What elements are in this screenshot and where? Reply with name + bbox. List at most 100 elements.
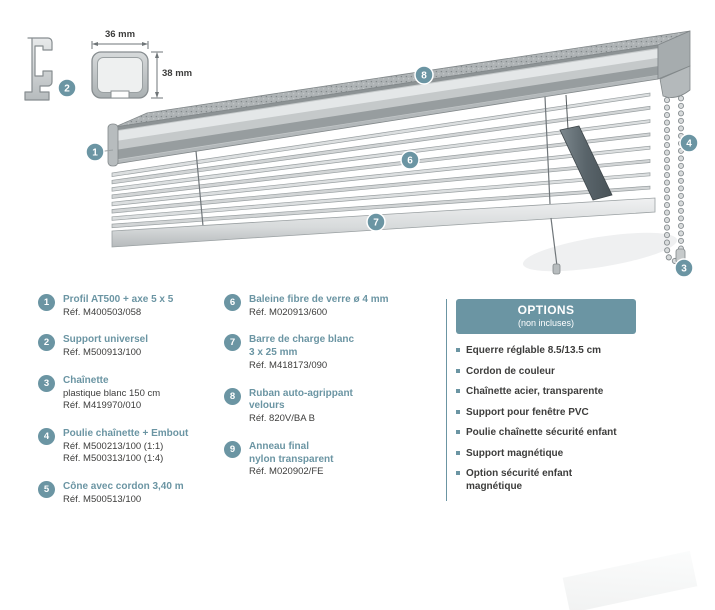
svg-text:2: 2 xyxy=(64,84,70,95)
part-number-badge: 1 xyxy=(38,294,55,311)
part-ref: Réf. M500213/100 (1:1) xyxy=(63,440,164,452)
option-item: Equerre réglable 8.5/13.5 cm xyxy=(456,344,628,357)
svg-text:8: 8 xyxy=(421,71,427,82)
option-item: Option sécurité enfant magnétique xyxy=(456,467,628,493)
callout-6: 6 xyxy=(400,150,420,170)
option-item: Support pour fenêtre PVC xyxy=(456,406,628,419)
part-ref: Réf. M419970/010 xyxy=(63,400,142,412)
part-ref: Réf. 820V/BA B xyxy=(249,413,316,425)
dimension-lines: 36 mm 38 mm xyxy=(91,29,192,99)
bullet-square-icon xyxy=(456,348,460,352)
part-number-badge: 8 xyxy=(224,387,241,405)
part-number-badge: 4 xyxy=(38,427,55,445)
callout-4: 4 xyxy=(679,133,699,153)
part-title: Baleine fibre de verre ø 4 mm xyxy=(249,294,389,305)
part-ref: Réf. M500913/100 xyxy=(63,347,142,359)
option-label: Option sécurité enfant magnétique xyxy=(466,468,573,492)
part-title: Ruban auto-agrippant xyxy=(249,387,353,399)
option-label: Chaînette acier, transparente xyxy=(466,386,604,397)
option-item: Support magnétique xyxy=(456,447,628,460)
blind-technical-diagram: 36 mm 38 mm xyxy=(24,29,699,278)
part-number-badge: 9 xyxy=(224,440,241,458)
part-title: Poulie chaînette + Embout xyxy=(63,427,189,439)
svg-text:7: 7 xyxy=(373,218,379,229)
options-list: Equerre réglable 8.5/13.5 cm Cordon de co… xyxy=(456,344,628,493)
part-number-badge: 5 xyxy=(38,480,55,498)
part-number-badge: 2 xyxy=(38,334,55,352)
part-ref: Réf. M400503/058 xyxy=(63,306,142,318)
part-title: 3 x 25 mm xyxy=(249,347,298,359)
bullet-square-icon xyxy=(456,368,460,373)
bullet-square-icon xyxy=(456,389,460,393)
part-number-badge: 6 xyxy=(224,294,241,311)
svg-text:6: 6 xyxy=(407,156,413,167)
option-label: Equerre réglable 8.5/13.5 cm xyxy=(466,345,602,356)
part-title: Profil AT500 + axe 5 x 5 xyxy=(63,294,174,305)
bullet-square-icon xyxy=(456,430,460,434)
part-title: velours xyxy=(249,400,285,412)
cord-end-cone xyxy=(552,263,561,275)
part-title: Barre de charge blanc xyxy=(249,334,355,346)
callout-3: 3 xyxy=(674,258,694,278)
callout-1: 1 xyxy=(85,142,105,162)
bullet-square-icon xyxy=(456,471,460,475)
part-ref: Réf. M418173/090 xyxy=(249,360,328,372)
option-label: Support pour fenêtre PVC xyxy=(466,406,589,418)
option-label: Support magnétique xyxy=(466,447,564,459)
option-label: Poulie chaînette sécurité enfant xyxy=(466,427,617,438)
options-header: OPTIONS (non incluses) xyxy=(456,299,636,334)
headrail xyxy=(107,30,691,167)
support-bracket-icon xyxy=(24,37,53,101)
options-title: OPTIONS xyxy=(517,303,575,317)
callout-7: 7 xyxy=(366,212,386,232)
options-subtitle: (non incluses) xyxy=(517,318,575,328)
option-item: Chaînette acier, transparente xyxy=(456,385,628,398)
corner-shadow xyxy=(562,550,698,610)
width-dimension-label: 36 mm xyxy=(105,29,135,40)
part-title: Anneau final xyxy=(249,440,310,452)
part-title: nylon transparent xyxy=(249,453,334,465)
svg-text:3: 3 xyxy=(681,264,687,275)
lift-cords xyxy=(195,96,551,227)
callout-8: 8 xyxy=(414,65,434,85)
chain-control-housing xyxy=(659,65,691,98)
option-label: Cordon de couleur xyxy=(466,365,555,377)
part-title: Chaînette xyxy=(63,374,109,386)
svg-text:1: 1 xyxy=(92,148,98,159)
part-number-badge: 7 xyxy=(224,334,241,352)
callout-layer: 2 1 8 6 7 4 3 xyxy=(57,65,699,278)
bullet-square-icon xyxy=(456,409,460,414)
part-ref: Réf. M500513/100 xyxy=(63,493,142,505)
part-ref: Réf. M020913/600 xyxy=(249,306,328,318)
callout-2: 2 xyxy=(57,78,77,98)
wand xyxy=(559,94,613,201)
part-number-badge: 3 xyxy=(38,374,55,392)
bullet-square-icon xyxy=(456,450,460,455)
part-title: Support universel xyxy=(63,334,149,346)
part-ref: Réf. M020902/FE xyxy=(249,466,324,478)
option-item: Poulie chaînette sécurité enfant xyxy=(456,426,628,439)
cord-tail xyxy=(550,217,561,275)
part-ref: plastique blanc 150 cm xyxy=(63,387,161,399)
options-box: OPTIONS (non incluses) Equerre réglable … xyxy=(446,299,642,501)
left-end-cap xyxy=(107,123,119,167)
